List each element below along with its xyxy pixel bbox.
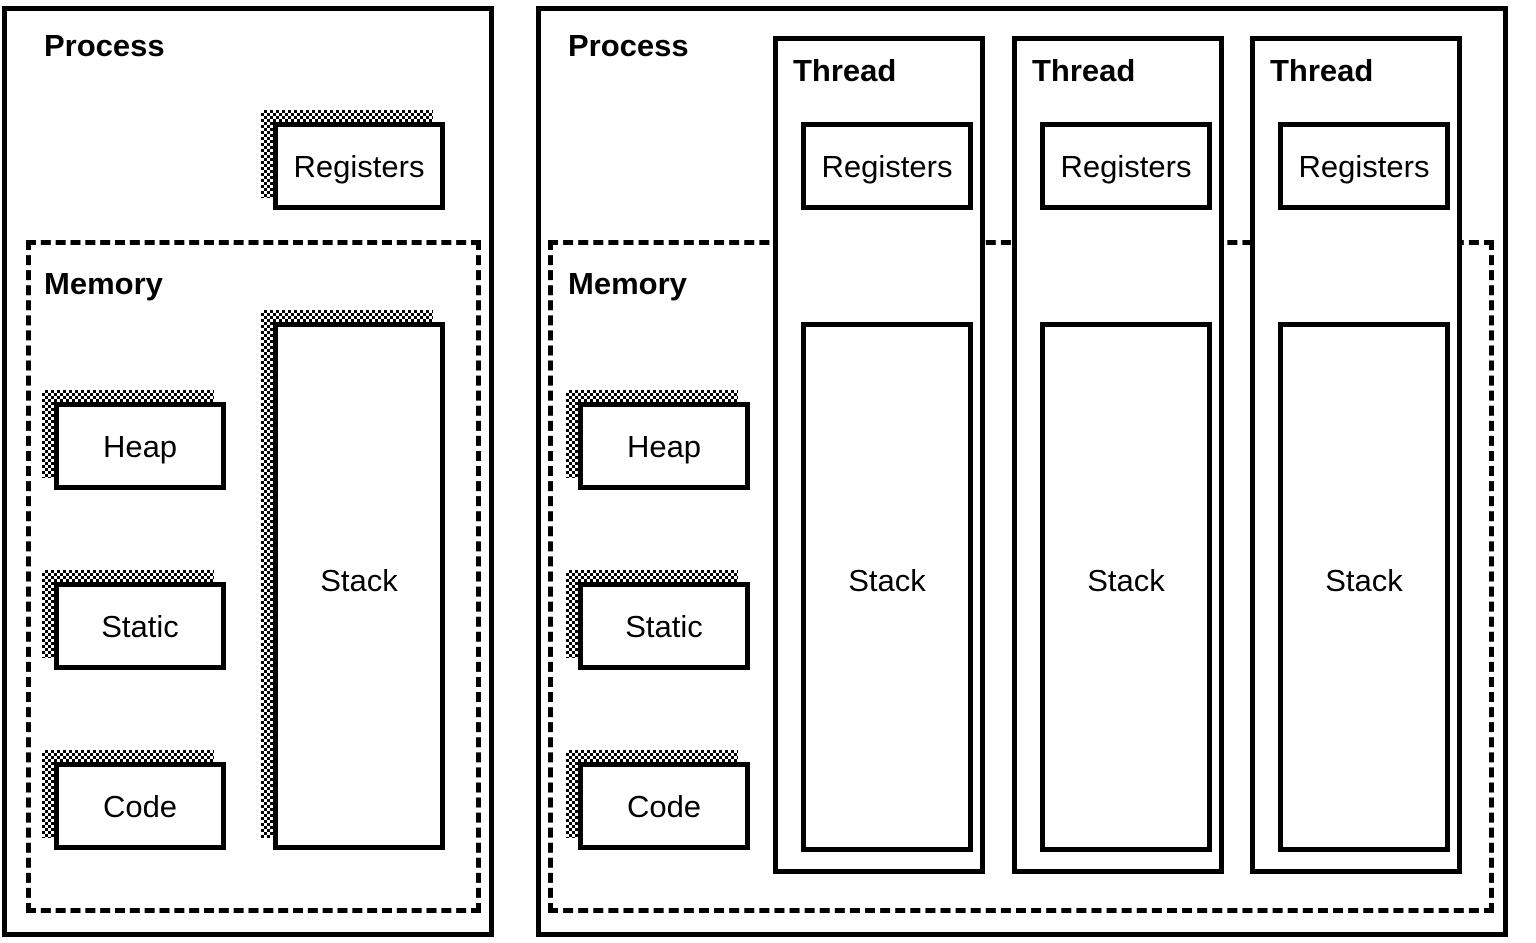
static-box-multi: Static xyxy=(578,582,750,670)
heap-box-single: Heap xyxy=(54,402,226,490)
static-label-single: Static xyxy=(101,608,179,644)
memory-frame-single xyxy=(26,240,481,913)
thread-registers-box-3: Registers xyxy=(1278,122,1450,210)
thread-stack-box-3: Stack xyxy=(1278,322,1450,852)
thread-registers-label-2: Registers xyxy=(1060,148,1192,184)
heap-label-multi: Heap xyxy=(626,428,702,464)
thread-label-3: Thread xyxy=(1270,53,1374,88)
memory-label-multi: Memory xyxy=(568,266,687,301)
thread-stack-box-1: Stack xyxy=(801,322,973,852)
registers-box-single: Registers xyxy=(273,122,445,210)
code-box-single: Code xyxy=(54,762,226,850)
code-label-single: Code xyxy=(102,788,178,824)
memory-label-single: Memory xyxy=(44,266,163,301)
stack-label-single: Stack xyxy=(320,563,398,598)
code-box-multi: Code xyxy=(578,762,750,850)
thread-stack-label-2: Stack xyxy=(1087,563,1165,598)
thread-registers-label-1: Registers xyxy=(821,148,953,184)
thread-stack-label-1: Stack xyxy=(848,563,926,598)
registers-label-single: Registers xyxy=(293,148,425,184)
thread-stack-box-2: Stack xyxy=(1040,322,1212,852)
thread-registers-box-2: Registers xyxy=(1040,122,1212,210)
process-label-single: Process xyxy=(44,28,165,63)
static-label-multi: Static xyxy=(625,608,703,644)
static-box-single: Static xyxy=(54,582,226,670)
code-label-multi: Code xyxy=(626,788,702,824)
stack-box-single: Stack xyxy=(273,322,445,850)
heap-box-multi: Heap xyxy=(578,402,750,490)
thread-label-1: Thread xyxy=(793,53,897,88)
thread-label-2: Thread xyxy=(1032,53,1136,88)
thread-registers-label-3: Registers xyxy=(1298,148,1430,184)
thread-registers-box-1: Registers xyxy=(801,122,973,210)
thread-stack-label-3: Stack xyxy=(1325,563,1403,598)
process-label-multi: Process xyxy=(568,28,689,63)
heap-label-single: Heap xyxy=(102,428,178,464)
